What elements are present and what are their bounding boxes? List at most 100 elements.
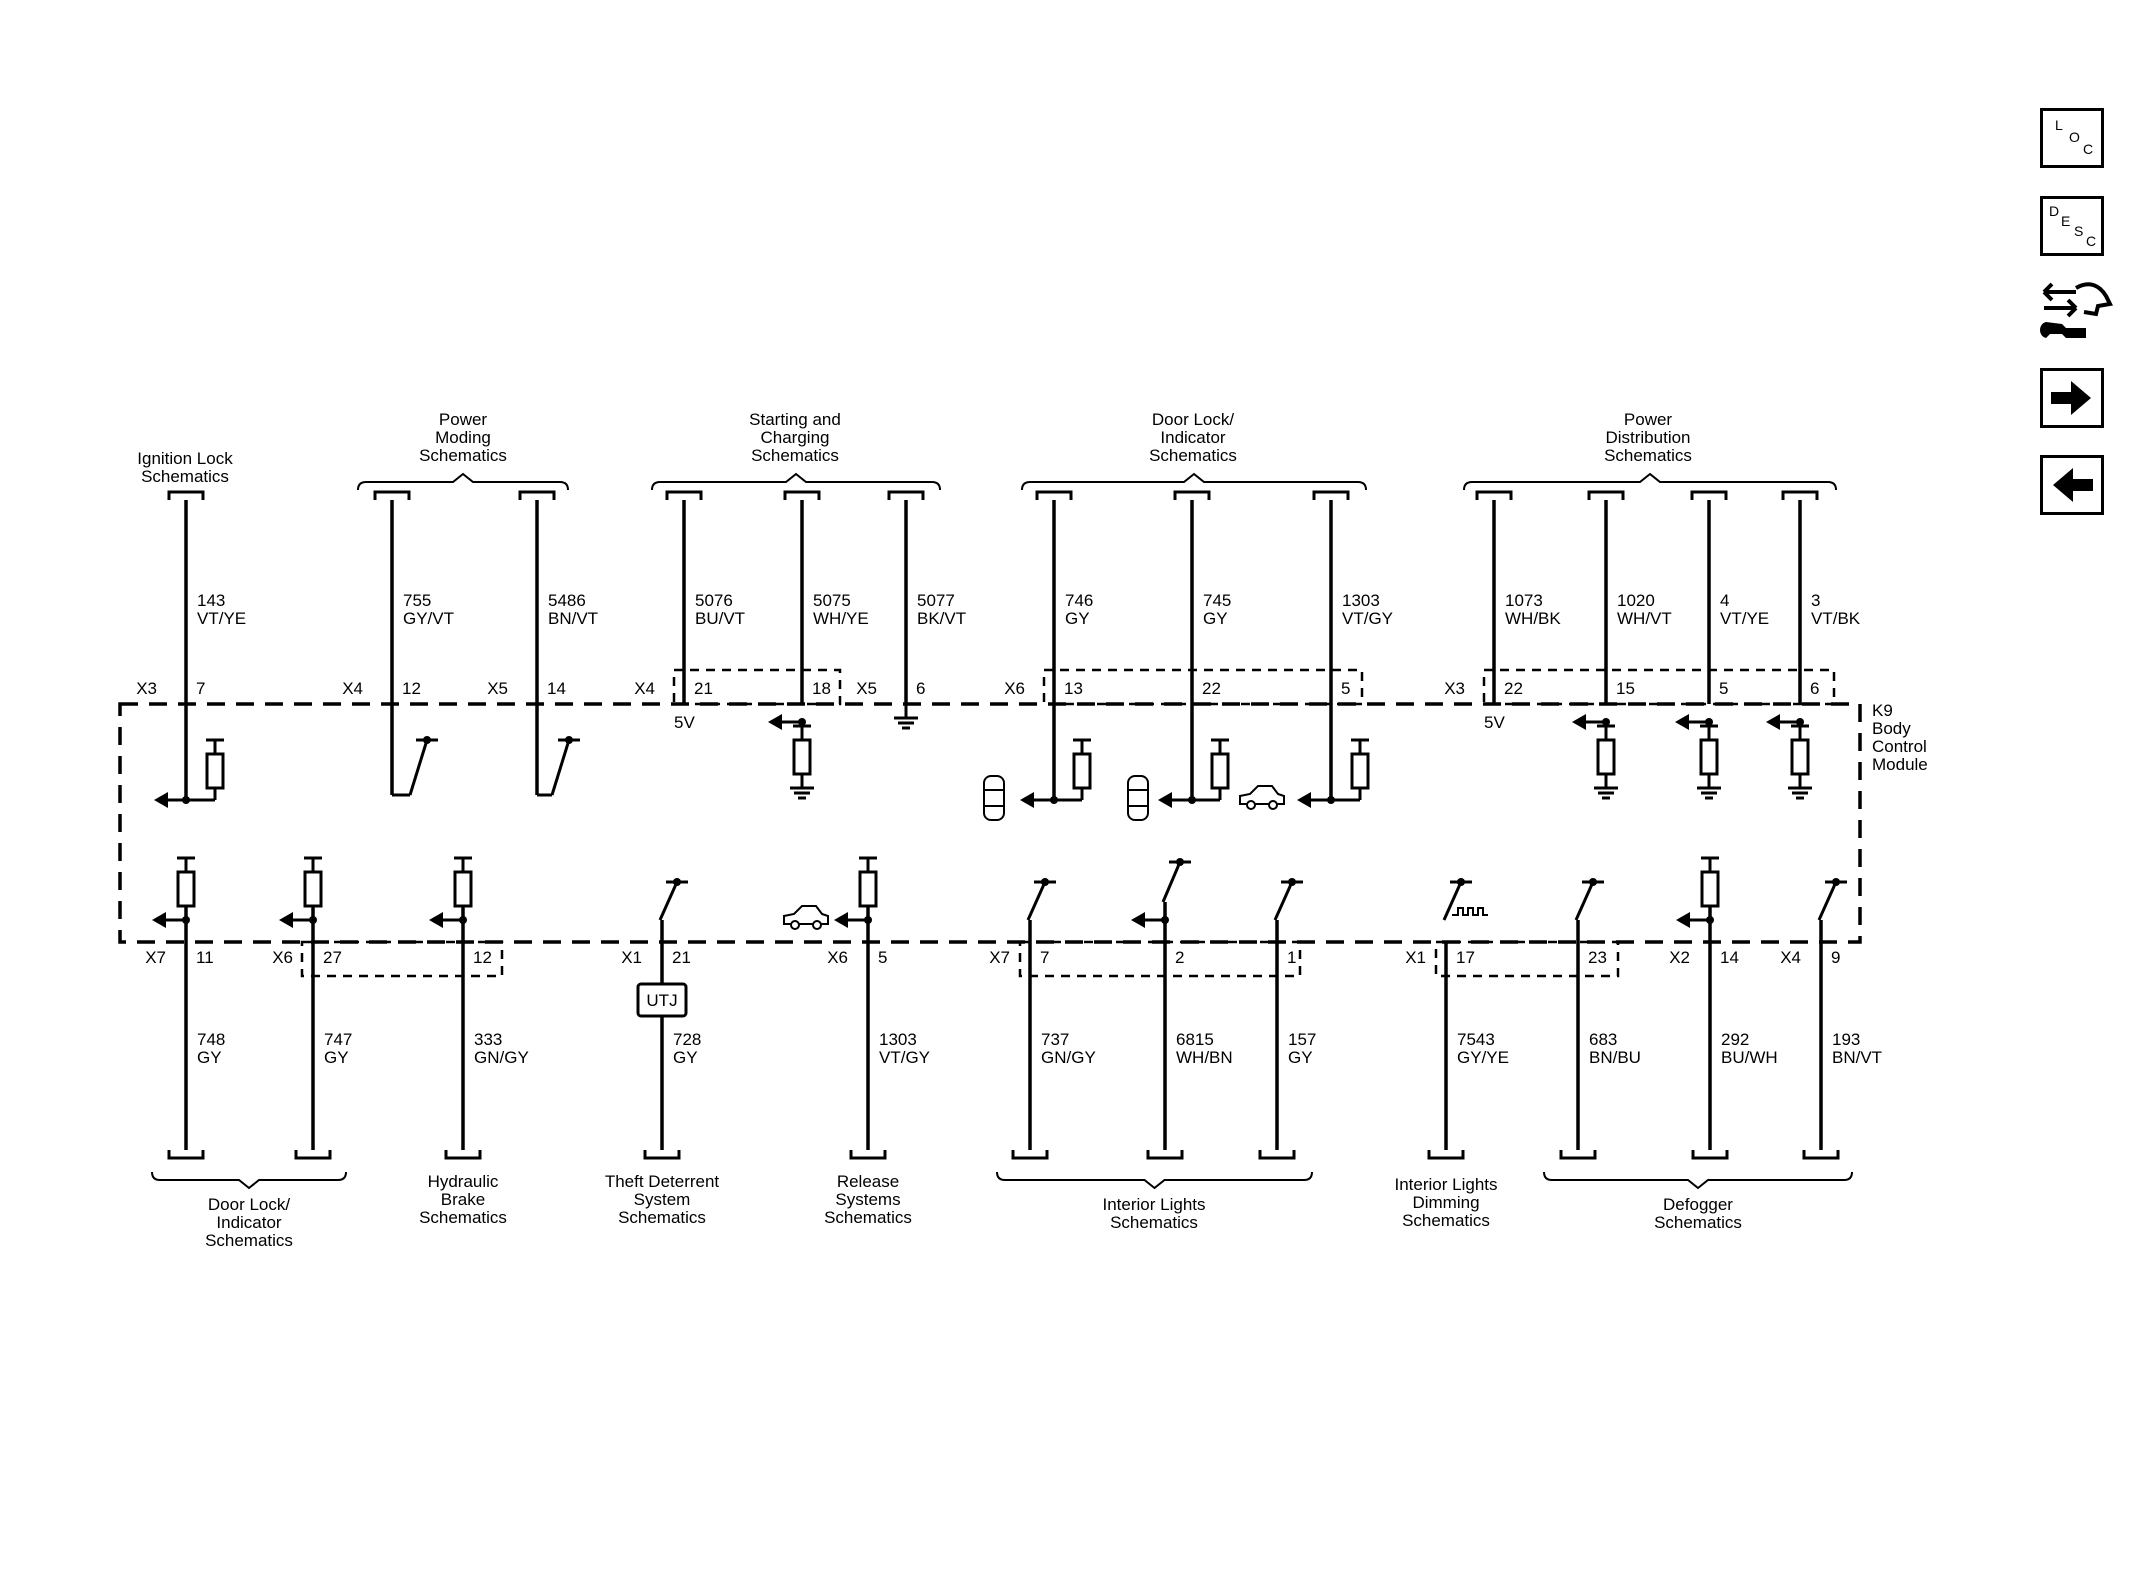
arrow-right-icon	[2051, 381, 2091, 415]
wire-circuit-number: 5076	[695, 591, 733, 610]
bottom-group-label: Schematics	[1402, 1211, 1490, 1230]
bottom-group-label: Schematics	[1654, 1213, 1742, 1232]
connector-id: X6	[827, 948, 848, 967]
pin-number: 2	[1175, 948, 1184, 967]
signal-arrow-icon	[1131, 912, 1145, 928]
wire-color-code: GN/GY	[474, 1048, 529, 1067]
wire-circuit-number: 5077	[917, 591, 955, 610]
desc-button[interactable]: D E S C	[2040, 196, 2104, 256]
bottom-group-label: Hydraulic	[428, 1172, 499, 1191]
top-group-label: Schematics	[419, 446, 507, 465]
group-brace	[357, 472, 569, 491]
desc-letter-s: S	[2074, 223, 2084, 239]
resistor-icon	[453, 870, 473, 908]
connector-terminal	[167, 1150, 205, 1160]
wire-color-code: WH/BN	[1176, 1048, 1233, 1067]
desc-letter-e: E	[2061, 213, 2071, 229]
connector-terminal	[1781, 490, 1819, 500]
wire-circuit-number: 193	[1832, 1030, 1860, 1049]
bottom-group-label: Interior Lights	[1103, 1195, 1206, 1214]
connector-terminal	[1802, 1150, 1840, 1160]
wire-color-code: WH/YE	[813, 609, 869, 628]
connector-tools-icon[interactable]	[2036, 278, 2114, 348]
signal-arrow-icon	[152, 912, 166, 928]
bottom-group-label: Door Lock/	[208, 1195, 290, 1214]
module-name-line: Control	[1872, 737, 1927, 756]
bottom-group-label: Schematics	[419, 1208, 507, 1227]
bottom-group-label: Dimming	[1412, 1193, 1479, 1212]
loc-letter-o: O	[2069, 129, 2080, 145]
switch-icon	[1574, 881, 1595, 921]
bottom-group-label: Schematics	[205, 1231, 293, 1250]
wire-color-code: GN/GY	[1041, 1048, 1096, 1067]
bottom-group-label: Schematics	[1110, 1213, 1198, 1232]
next-page-button[interactable]	[2040, 368, 2104, 428]
signal-arrow-icon	[1297, 792, 1311, 808]
wire-color-code: WH/BK	[1505, 609, 1561, 628]
pin-number: 14	[547, 679, 566, 698]
pin-number: 22	[1504, 679, 1523, 698]
connector-id: X6	[272, 948, 293, 967]
top-group-label: Distribution	[1605, 428, 1690, 447]
connector-id: X2	[1669, 948, 1690, 967]
resistor-icon	[1596, 738, 1616, 776]
door-vehicle-icon	[1127, 775, 1149, 821]
group-brace	[996, 1171, 1313, 1190]
bottom-group-label: Release	[837, 1172, 899, 1191]
reference-voltage: 5V	[674, 713, 695, 732]
switch-icon	[1026, 881, 1047, 921]
group-brace	[1543, 1171, 1853, 1190]
connector-id: X4	[342, 679, 363, 698]
bottom-group-label: Interior Lights	[1395, 1175, 1498, 1194]
connector-group-box	[672, 668, 842, 706]
resistor-icon	[1700, 870, 1720, 908]
signal-arrow-icon	[1676, 912, 1690, 928]
group-brace	[151, 1171, 347, 1190]
connector-terminal	[444, 1150, 482, 1160]
pin-number: 6	[916, 679, 925, 698]
vehicle-icon	[1239, 785, 1285, 805]
connector-terminal	[1691, 1150, 1729, 1160]
vehicle-wheel	[1246, 800, 1256, 810]
connector-terminal	[167, 490, 205, 500]
resistor-icon	[858, 870, 878, 908]
pin-number: 21	[694, 679, 713, 698]
signal-arrow-icon	[834, 912, 848, 928]
connector-id: X7	[145, 948, 166, 967]
switch-icon	[408, 739, 429, 796]
loc-button[interactable]: L O C	[2040, 108, 2104, 168]
pin-number: 12	[473, 948, 492, 967]
top-group-label: Schematics	[751, 446, 839, 465]
wire-color-code: BN/VT	[548, 609, 598, 628]
wire-color-code: GY	[197, 1048, 222, 1067]
connector-id: X6	[1004, 679, 1025, 698]
switch-icon	[658, 881, 679, 921]
wire-circuit-number: 292	[1721, 1030, 1749, 1049]
connector-terminal	[294, 1150, 332, 1160]
wire-circuit-number: 157	[1288, 1030, 1316, 1049]
desc-letter-c: C	[2086, 233, 2097, 249]
wire-circuit-number: 746	[1065, 591, 1093, 610]
wire-circuit-number: 1303	[1342, 591, 1380, 610]
connector-terminal	[1312, 490, 1350, 500]
connector-terminal	[849, 1150, 887, 1160]
connector-terminal	[1587, 490, 1625, 500]
resistor-icon	[303, 870, 323, 908]
signal-arrow-icon	[1766, 714, 1780, 730]
top-group-label: Schematics	[141, 467, 229, 486]
pin-number: 5	[1719, 679, 1728, 698]
switch-icon	[1817, 881, 1838, 921]
pin-number: 23	[1588, 948, 1607, 967]
vehicle-wheel	[1268, 800, 1278, 810]
pin-number: 5	[1341, 679, 1350, 698]
top-group-label: Moding	[435, 428, 491, 447]
switch-icon	[1442, 881, 1463, 921]
module-name-line: Module	[1872, 755, 1928, 774]
previous-page-button[interactable]	[2040, 455, 2104, 515]
connector-id: X3	[136, 679, 157, 698]
wire-color-code: BU/VT	[695, 609, 745, 628]
connector-terminal	[1011, 1150, 1049, 1160]
pin-number: 18	[812, 679, 831, 698]
connector-id: X4	[634, 679, 655, 698]
connector-terminal	[1035, 490, 1073, 500]
